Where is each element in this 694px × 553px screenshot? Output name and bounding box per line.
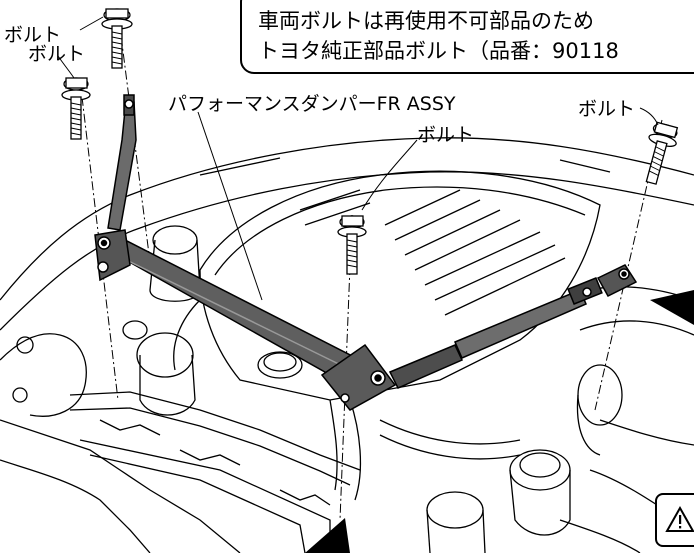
bolt-top-left	[101, 8, 133, 69]
performance-damper-assy	[94, 94, 638, 411]
damper-assy-label: パフォーマンスダンパーFR ASSY	[168, 93, 456, 115]
arrow-bottom	[305, 518, 350, 553]
note-line-2: トヨタ純正部品ボルト（品番：90118	[258, 39, 619, 63]
arrow-right	[650, 290, 694, 325]
caution-note-box: 車両ボルトは再使用不可部品のため トヨタ純正部品ボルト（品番：90118	[240, 0, 694, 74]
bolt-label-right: ボルト	[578, 98, 636, 120]
warning-triangle-icon	[665, 505, 694, 532]
bolt-label-center: ボルト	[417, 124, 475, 146]
engine-bay-lineart	[0, 137, 694, 553]
note-line-1: 車両ボルトは再使用不可部品のため	[258, 9, 594, 33]
bolt-label-top-left: ボルト	[4, 24, 62, 46]
leader-lines	[57, 16, 659, 301]
bolt-left	[61, 77, 91, 140]
bolt-right	[645, 121, 679, 185]
bolt-center	[337, 215, 367, 275]
bolt-label-left: ボルト	[28, 43, 86, 65]
warning-box	[655, 493, 694, 547]
